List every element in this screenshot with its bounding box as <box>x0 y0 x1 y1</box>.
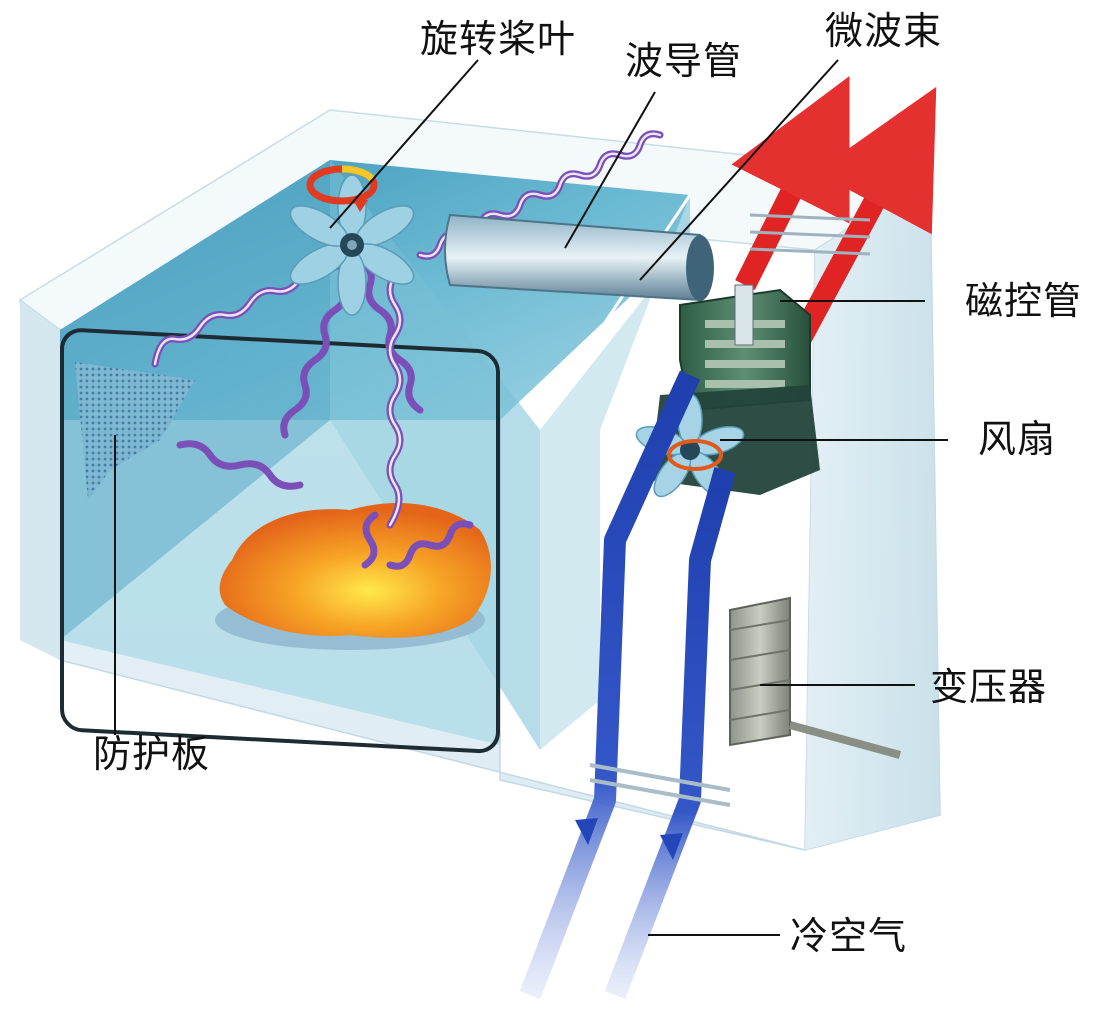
rotation-arrow-icon <box>306 165 378 212</box>
hot-air-arrows <box>731 75 937 346</box>
cold-air-flow <box>519 370 736 999</box>
label-microwave-beam: 微波束 <box>825 9 943 53</box>
leader-lines <box>114 59 948 936</box>
microwave-waves <box>151 130 664 570</box>
stirrer-paddle <box>289 174 415 316</box>
transformer-unit <box>729 596 902 759</box>
label-waveguide: 波导管 <box>625 39 743 83</box>
label-rotating-paddle: 旋转桨叶 <box>420 17 577 61</box>
label-magnetron: 磁控管 <box>965 279 1083 323</box>
food-plate <box>215 502 491 650</box>
door-frame <box>60 328 500 754</box>
label-fan: 风扇 <box>978 417 1057 461</box>
label-cold-air: 冷空气 <box>790 914 908 958</box>
shield-mesh <box>75 362 195 500</box>
label-shield-plate: 防护板 <box>93 732 211 776</box>
vent-grille <box>749 213 871 256</box>
inlet-vent <box>589 763 731 807</box>
label-transformer: 变压器 <box>930 665 1048 709</box>
